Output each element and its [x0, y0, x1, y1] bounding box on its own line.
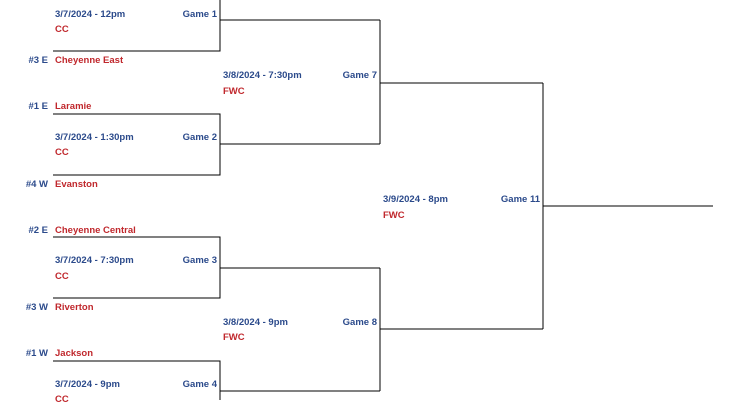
- game-3-top-seed: #2 E: [28, 225, 48, 236]
- game-11-date: 3/9/2024 - 8pm: [383, 194, 448, 205]
- game-3-bracket-line: [53, 236, 221, 299]
- game-11-venue: FWC: [383, 210, 405, 221]
- game-1-bottom-seed: #3 E: [28, 55, 48, 66]
- game-7-venue: FWC: [223, 86, 245, 97]
- game-1-label: Game 1: [182, 9, 217, 20]
- game-2-bottom-seed: #4 W: [25, 179, 48, 190]
- game-4-top-team: Jackson: [55, 348, 94, 359]
- game-2-venue: CC: [55, 147, 69, 158]
- game-7-date: 3/8/2024 - 7:30pm: [223, 70, 302, 81]
- game-1-bottom-team: Cheyenne East: [55, 55, 124, 66]
- game-7-label: Game 7: [342, 70, 377, 81]
- game-2-bottom-team: Evanston: [55, 179, 98, 190]
- game-2-bracket-line: [53, 113, 221, 176]
- game-3-label: Game 3: [182, 255, 217, 266]
- game-8-venue: FWC: [223, 332, 245, 343]
- game-2-top-seed: #1 E: [28, 101, 48, 112]
- game-8-label: Game 8: [342, 317, 377, 328]
- game-4-top-seed: #1 W: [25, 348, 48, 359]
- game-11-label: Game 11: [500, 194, 540, 205]
- game-1-bracket-line: [53, 0, 221, 52]
- game-3-venue: CC: [55, 271, 69, 282]
- game-8-date: 3/8/2024 - 9pm: [223, 317, 288, 328]
- game-4-date: 3/7/2024 - 9pm: [55, 379, 120, 390]
- game-3-top-team: Cheyenne Central: [55, 225, 136, 236]
- game-2-date: 3/7/2024 - 1:30pm: [55, 132, 134, 143]
- game-4-label: Game 4: [182, 379, 217, 390]
- game-1-venue: CC: [55, 24, 69, 35]
- game-3-bottom-seed: #3 W: [25, 302, 48, 313]
- game-4-bracket-line: [53, 360, 221, 400]
- game-3-bottom-team: Riverton: [55, 302, 94, 313]
- game-1-date: 3/7/2024 - 12pm: [55, 9, 126, 20]
- game-2-top-team: Laramie: [55, 101, 92, 112]
- game-2-label: Game 2: [182, 132, 217, 143]
- game-3-date: 3/7/2024 - 7:30pm: [55, 255, 134, 266]
